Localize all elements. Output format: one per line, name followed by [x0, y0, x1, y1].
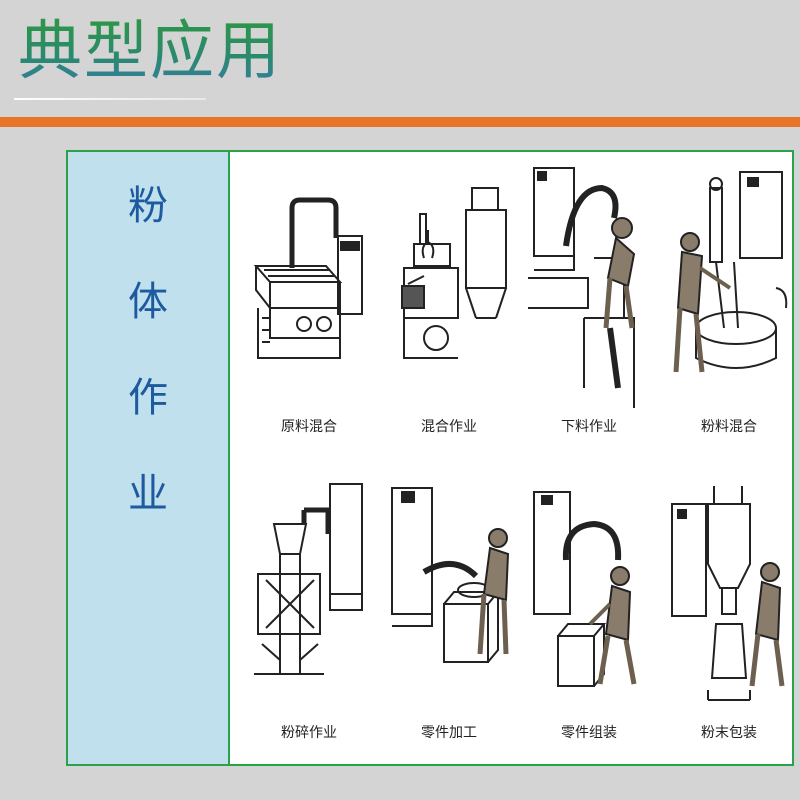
application-cell: 混合作业	[380, 152, 518, 452]
mixing-work-illustration-icon	[401, 187, 507, 359]
application-cell: 粉碎作业	[240, 458, 378, 758]
page-title: 典型应用	[18, 6, 282, 98]
raw-material-mixing-illustration-icon	[253, 197, 363, 359]
side-panel: 粉 体 作 业	[68, 152, 230, 764]
parts-assembly-illustration-icon	[533, 491, 637, 687]
application-caption: 粉料混合	[701, 419, 757, 435]
application-caption: 粉末包装	[701, 725, 757, 741]
side-label-char: 业	[128, 471, 168, 517]
application-cell: 粉末包装	[660, 458, 798, 758]
crushing-work-illustration-icon	[254, 483, 363, 675]
application-grid: 原料混合 混合作业	[232, 152, 792, 764]
side-label: 粉 体 作 业	[68, 186, 228, 570]
application-cell: 粉料混合	[660, 152, 798, 452]
powder-mixing-illustration-icon	[673, 171, 788, 373]
side-label-char: 粉	[128, 183, 168, 229]
application-caption: 混合作业	[421, 419, 477, 435]
application-caption: 粉碎作业	[281, 725, 337, 741]
content-frame: 粉 体 作 业	[66, 150, 794, 766]
application-cell: 零件加工	[380, 458, 518, 758]
accent-rule	[0, 117, 800, 127]
application-cell: 下料作业	[520, 152, 658, 452]
application-cell: 原料混合	[240, 152, 378, 452]
powder-packaging-illustration-icon	[671, 486, 785, 701]
title-underline	[14, 98, 206, 100]
application-caption: 零件组装	[561, 725, 617, 741]
side-label-char: 体	[128, 279, 168, 325]
parts-processing-illustration-icon	[391, 487, 510, 663]
side-label-char: 作	[128, 375, 168, 421]
application-caption: 零件加工	[421, 725, 477, 741]
feeding-work-illustration-icon	[528, 167, 636, 408]
application-caption: 下料作业	[561, 419, 617, 435]
application-caption: 原料混合	[281, 419, 337, 435]
application-cell: 零件组装	[520, 458, 658, 758]
